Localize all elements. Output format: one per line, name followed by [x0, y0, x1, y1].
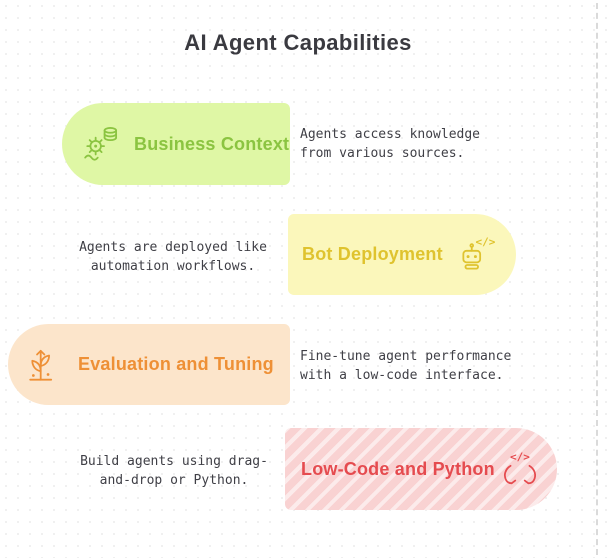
capability-pill-low-code-and-python: Low-Code and Python </>: [285, 428, 557, 510]
description-line: Build agents using drag-: [80, 454, 268, 469]
description-line: Agents access knowledge: [300, 127, 481, 142]
capability-description: Agents are deployed like automation work…: [66, 238, 280, 276]
bot-deployment-icon: </>: [456, 234, 498, 276]
description-line: automation workflows.: [90, 259, 256, 274]
description-line: with a low-code interface.: [300, 368, 504, 383]
capability-pill-bot-deployment: Bot Deployment </>: [288, 214, 516, 295]
description-line: and-drop or Python.: [99, 473, 249, 488]
evaluation-tuning-icon: [26, 344, 68, 386]
description-line: Fine-tune agent performance: [300, 349, 512, 364]
capability-description: Fine-tune agent performance with a low-c…: [300, 347, 511, 385]
description-line: Agents are deployed like: [79, 240, 267, 255]
svg-text:</>: </>: [510, 451, 530, 464]
capability-description: Agents access knowledge from various sou…: [300, 125, 480, 163]
description-line: from various sources.: [300, 146, 465, 161]
capability-label: Low-Code and Python: [301, 458, 495, 479]
capability-pill-evaluation-and-tuning: Evaluation and Tuning: [8, 324, 290, 405]
page-title: AI Agent Capabilities: [184, 30, 412, 55]
svg-text:</>: </>: [475, 235, 495, 248]
capability-pill-business-context: Business Context: [62, 103, 290, 185]
capability-label: Bot Deployment: [302, 244, 443, 264]
capability-description: Build agents using drag- and-drop or Pyt…: [64, 452, 284, 490]
dashed-edge-line: [596, 3, 598, 555]
capability-label: Business Context: [134, 133, 290, 154]
capability-label: Evaluation and Tuning: [78, 354, 274, 374]
business-context-icon: [82, 123, 124, 165]
low-code-python-icon: </>: [499, 448, 541, 490]
